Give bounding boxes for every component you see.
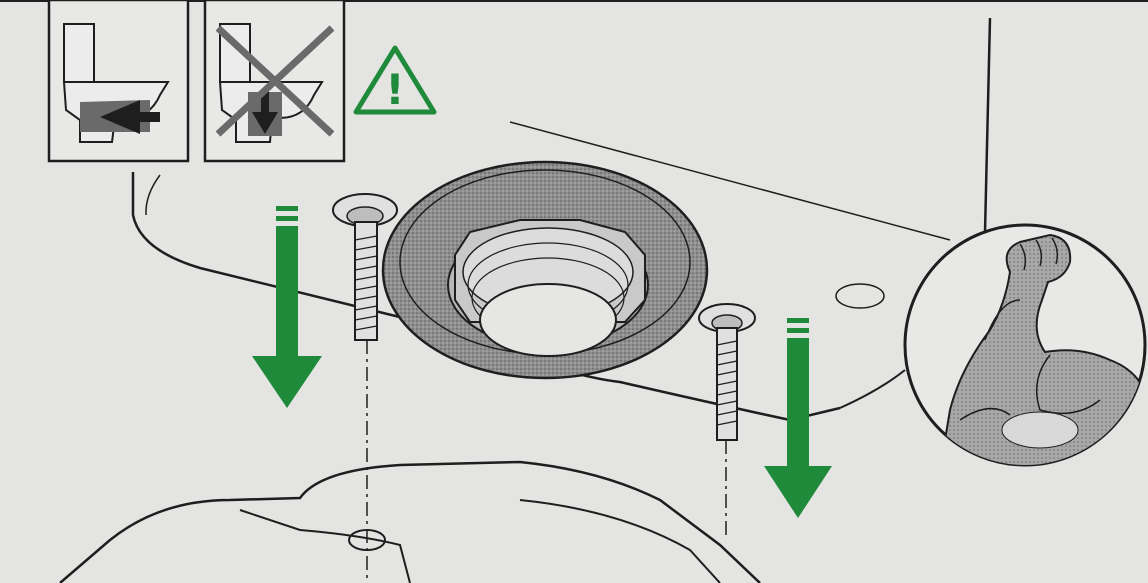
green-down-arrow-left	[252, 206, 322, 408]
tank-right-curve	[839, 369, 906, 409]
bowl-rim-outline	[59, 460, 761, 583]
toilet-floor-outlet-crossed-icon	[203, 0, 346, 163]
warning-symbol: !	[385, 65, 404, 114]
wall-edge-line	[983, 17, 992, 233]
warning-triangle-icon: !	[353, 45, 437, 115]
flexed-arm-icon	[903, 223, 1147, 467]
green-down-arrow-right	[764, 318, 832, 518]
bowl-inner-right	[519, 499, 721, 583]
bolt-left	[332, 193, 398, 341]
tank-corner-line	[145, 174, 161, 216]
tank-hole	[835, 283, 885, 309]
tank-top-edge	[509, 121, 951, 241]
bowl-inner-outline	[239, 509, 411, 583]
flush-valve-gasket	[381, 160, 709, 380]
toilet-rear-outlet-icon	[47, 0, 190, 163]
bolt-right	[698, 303, 756, 441]
